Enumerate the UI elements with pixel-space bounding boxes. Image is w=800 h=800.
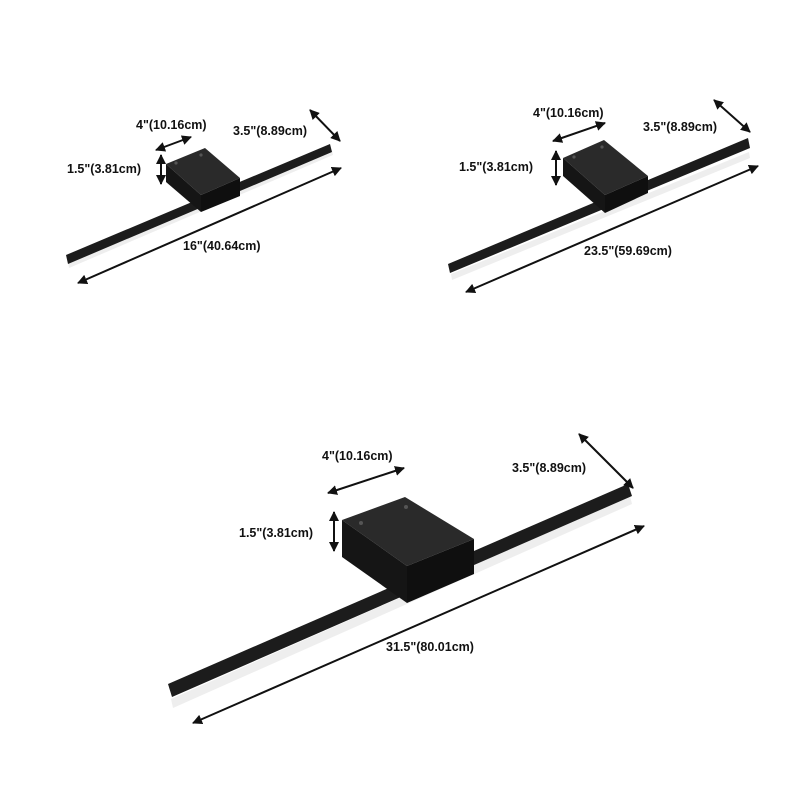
depth-label: 3.5"(8.89cm) (233, 124, 307, 138)
depth-dimension-line (309, 109, 341, 142)
mounting-plate (166, 148, 240, 212)
fixture-medium: 4"(10.16cm) 3.5"(8.89cm) 1.5"(3.81cm) 23… (448, 99, 759, 294)
length-dimension-line (77, 167, 342, 284)
mounting-plate (342, 497, 474, 603)
height-label: 1.5"(3.81cm) (67, 162, 141, 176)
length-label: 31.5"(80.01cm) (386, 640, 474, 654)
width-dimension-line (155, 135, 192, 152)
width-label: 4"(10.16cm) (136, 118, 207, 132)
width-label: 4"(10.16cm) (533, 106, 604, 120)
height-label: 1.5"(3.81cm) (459, 160, 533, 174)
length-label: 23.5"(59.69cm) (584, 244, 672, 258)
fixture-small: 4"(10.16cm) 3.5"(8.89cm) 1.5"(3.81cm) 16… (66, 109, 342, 284)
depth-dimension-line (578, 433, 634, 489)
length-dimension-line (465, 164, 759, 294)
width-dimension-line (327, 466, 405, 495)
depth-label: 3.5"(8.89cm) (643, 120, 717, 134)
fixture-large: 4"(10.16cm) 3.5"(8.89cm) 1.5"(3.81cm) 31… (168, 433, 645, 724)
width-dimension-line (552, 121, 606, 143)
depth-label: 3.5"(8.89cm) (512, 461, 586, 475)
length-label: 16"(40.64cm) (183, 239, 261, 253)
length-dimension-line (192, 525, 645, 724)
height-label: 1.5"(3.81cm) (239, 526, 313, 540)
depth-dimension-line (713, 99, 751, 133)
width-label: 4"(10.16cm) (322, 449, 393, 463)
